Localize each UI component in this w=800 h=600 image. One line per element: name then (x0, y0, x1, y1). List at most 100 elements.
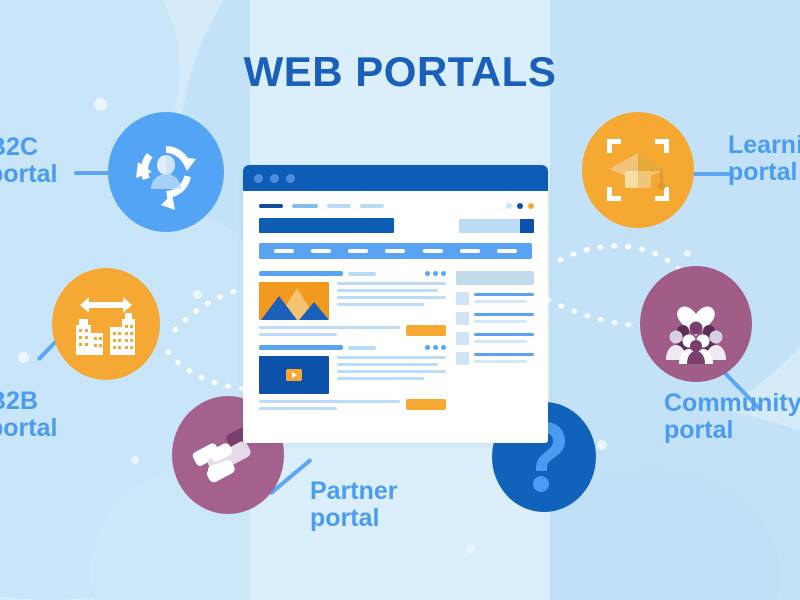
page-content (243, 259, 548, 419)
connector-line-learning (692, 172, 734, 176)
article-options-icon[interactable] (425, 271, 447, 276)
people-heart-icon (666, 306, 726, 364)
text-line (259, 333, 337, 336)
menu-item[interactable] (348, 249, 369, 253)
nav-item[interactable] (292, 204, 318, 208)
article-text-lines (337, 282, 447, 320)
menu-item[interactable] (310, 249, 331, 253)
sidebar-header (456, 271, 534, 285)
browser-content (243, 191, 548, 419)
article-text-lines (337, 356, 447, 394)
nav-item[interactable] (327, 204, 351, 208)
article-meta (348, 271, 376, 276)
play-icon[interactable] (286, 369, 302, 381)
handshake-icon (192, 425, 254, 483)
article-card[interactable] (259, 271, 447, 336)
article-title-row (259, 345, 447, 350)
portal-label-b2c-line2: portal (0, 160, 58, 188)
buildings-exchange-arrow-icon (76, 297, 135, 355)
text-line (337, 296, 447, 299)
image-thumbnail-mountains[interactable] (259, 282, 329, 320)
text-line (259, 400, 401, 403)
text-line (337, 356, 447, 359)
portal-icon-community[interactable] (640, 266, 752, 382)
article-body (259, 356, 447, 394)
nav-item[interactable] (360, 204, 384, 208)
sidebar-list-item[interactable] (456, 352, 534, 365)
read-more-button[interactable] (406, 325, 447, 336)
status-dot-icon (517, 203, 523, 209)
text-line (337, 370, 447, 373)
article-footer-lines (259, 326, 401, 336)
graduation-cap-focus-icon (607, 139, 669, 201)
sidebar-item-thumb (456, 352, 470, 365)
portal-label-learning-line2: portal (728, 158, 798, 186)
bg-dot (131, 456, 139, 464)
sidebar-item-text (474, 292, 534, 303)
article-body (259, 282, 447, 320)
sidebar-item-thumb (456, 332, 470, 345)
article-meta (348, 345, 376, 350)
article-title (259, 345, 343, 350)
site-nav (243, 191, 548, 209)
menu-item[interactable] (273, 249, 294, 253)
text-line (337, 289, 438, 292)
article-options-icon[interactable] (425, 345, 447, 350)
portal-label-b2c-line1: B2C (0, 133, 39, 161)
sidebar-item-text (474, 332, 534, 343)
status-dot-icon (528, 203, 534, 209)
bg-dot (597, 440, 607, 450)
sidebar-item-text (474, 312, 534, 323)
sidebar-list-item[interactable] (456, 312, 534, 325)
sidebar-list-item[interactable] (456, 332, 534, 345)
window-dot-close-icon[interactable] (254, 173, 263, 183)
video-thumbnail-play[interactable] (259, 356, 329, 394)
article-title (259, 271, 343, 276)
article-footer (259, 399, 447, 410)
portal-icon-learning[interactable] (582, 112, 694, 228)
article-card[interactable] (259, 345, 447, 410)
menu-item[interactable] (422, 249, 443, 253)
sidebar-item-text (474, 352, 534, 363)
text-line (259, 407, 337, 410)
menu-item[interactable] (497, 249, 518, 253)
article-title-row (259, 271, 447, 276)
portal-icon-b2b[interactable] (52, 268, 160, 380)
user-refresh-cycle-icon (136, 146, 196, 210)
text-line (337, 303, 425, 306)
portal-label-learning: Learning portal (728, 132, 800, 186)
mountains-icon (261, 288, 329, 320)
bg-dot (193, 290, 202, 299)
connector-line-b2c (74, 171, 116, 175)
article-footer (259, 325, 447, 336)
browser-title-bar (243, 165, 548, 191)
window-dot-minimize-icon[interactable] (270, 173, 279, 183)
bg-dot (18, 352, 29, 363)
portal-icon-b2c[interactable] (108, 112, 224, 232)
window-dot-maximize-icon[interactable] (286, 173, 295, 183)
bg-dot (466, 545, 475, 554)
status-dot-icon (506, 203, 512, 209)
text-line (337, 282, 447, 285)
nav-item-active[interactable] (259, 204, 283, 208)
bg-dot (94, 98, 107, 111)
bg-dot (684, 250, 691, 257)
portal-label-learning-line1: Learning (728, 131, 800, 159)
main-menu-strip[interactable] (259, 243, 532, 259)
read-more-button[interactable] (406, 399, 447, 410)
portal-label-b2b-line2: portal (0, 414, 58, 442)
text-line (259, 326, 401, 329)
search-icon[interactable] (520, 218, 534, 233)
search-input[interactable] (459, 218, 520, 233)
portal-label-b2b: B2B portal (0, 388, 57, 442)
web-portal-page-preview[interactable] (243, 165, 548, 443)
nav-status-dots (506, 203, 534, 209)
menu-item[interactable] (460, 249, 481, 253)
header-and-search-row (243, 209, 548, 233)
portal-label-b2c: B2C portal (0, 134, 57, 188)
search-box[interactable] (459, 218, 534, 233)
sidebar-list-item[interactable] (456, 292, 534, 305)
portal-label-community-line2: portal (664, 416, 734, 444)
menu-item[interactable] (385, 249, 406, 253)
